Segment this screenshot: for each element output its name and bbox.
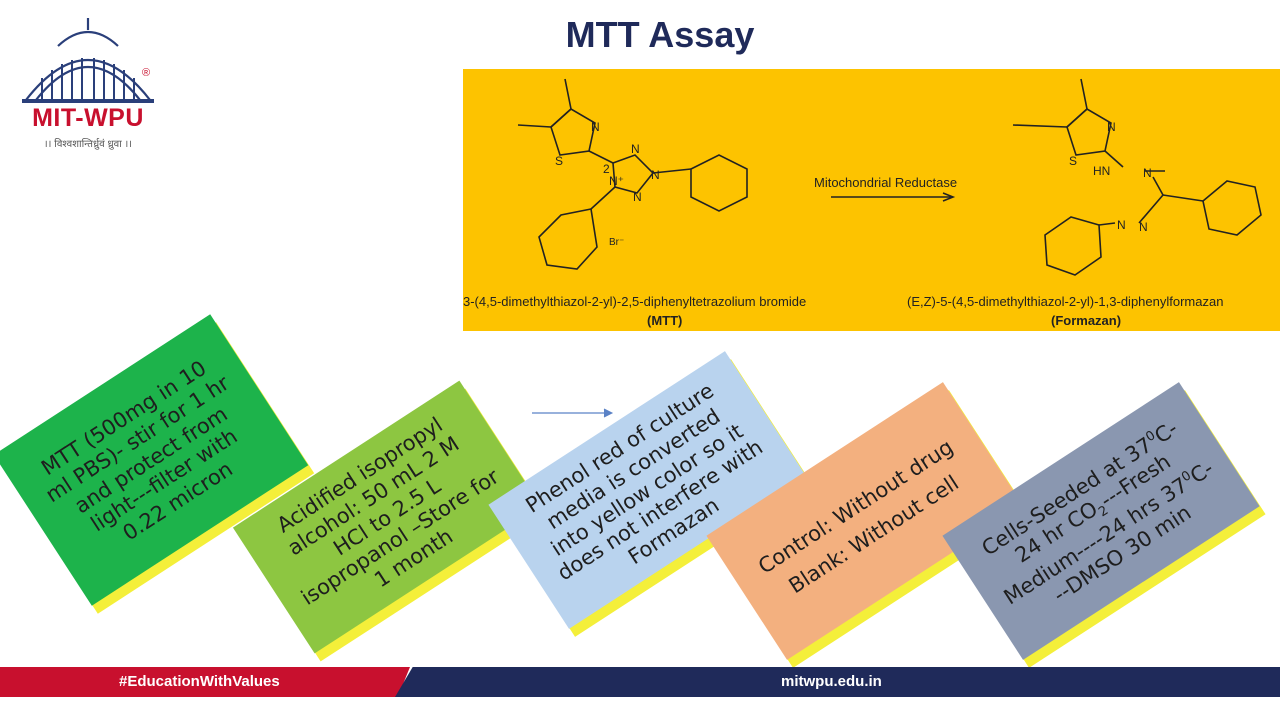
svg-text:2: 2 xyxy=(603,162,610,176)
svg-text:N: N xyxy=(1117,218,1126,232)
svg-text:N: N xyxy=(633,190,642,204)
svg-text:N: N xyxy=(631,142,640,156)
reactant-abbr: (MTT) xyxy=(647,313,682,328)
logo-tagline: ।। विश्वशान्तिर्ध्रुवं ध्रुवा ।। xyxy=(43,139,133,150)
svg-text:N: N xyxy=(591,120,600,134)
footer-left-band xyxy=(0,667,410,697)
svg-text:Br⁻: Br⁻ xyxy=(609,237,624,248)
logo-wordmark: MIT-WPU xyxy=(32,104,144,132)
product-abbr: (Formazan) xyxy=(1051,313,1121,328)
enzyme-label: Mitochondrial Reductase xyxy=(814,175,957,190)
svg-text:S: S xyxy=(1069,154,1077,168)
page-title: MTT Assay xyxy=(565,14,755,55)
footer-right-band xyxy=(395,667,1280,697)
footer-hashtag: #EducationWithValues xyxy=(119,673,280,690)
reaction-scheme: N S N N N N⁺ 2 Br⁻ N S HN N N N Mitochon… xyxy=(463,69,1280,331)
svg-text:N⁺: N⁺ xyxy=(609,174,624,188)
dome-emblem-icon xyxy=(22,18,154,103)
svg-text:S: S xyxy=(555,154,563,168)
registered-mark: ® xyxy=(142,67,151,79)
mitwpu-logo: ® MIT-WPU ।। विश्वशान्तिर्ध्रुवं ध्रुवा … xyxy=(18,16,163,156)
svg-text:N: N xyxy=(1107,120,1116,134)
card-text: Acidified isopropyl alcohol: 50 mL 2 M H… xyxy=(272,412,504,611)
reaction-diagram: N S N N N N⁺ 2 Br⁻ N S HN N N N Mitochon… xyxy=(463,78,1262,328)
svg-text:N: N xyxy=(651,168,660,182)
svg-text:N: N xyxy=(1143,166,1152,180)
product-label: (E,Z)-5-(4,5-dimethylthiazol-2-yl)-1,3-d… xyxy=(907,294,1223,309)
footer-website-link[interactable]: mitwpu.edu.in xyxy=(781,673,882,690)
card-text: Cells-Seeded at 370C-24 hr CO2---Fresh M… xyxy=(977,415,1218,610)
svg-text:HN: HN xyxy=(1093,164,1110,178)
connector-arrow-icon xyxy=(532,408,614,418)
reactant-label: 3-(4,5-dimethylthiazol-2-yl)-2,5-dipheny… xyxy=(463,294,806,309)
svg-text:N: N xyxy=(1139,220,1148,234)
